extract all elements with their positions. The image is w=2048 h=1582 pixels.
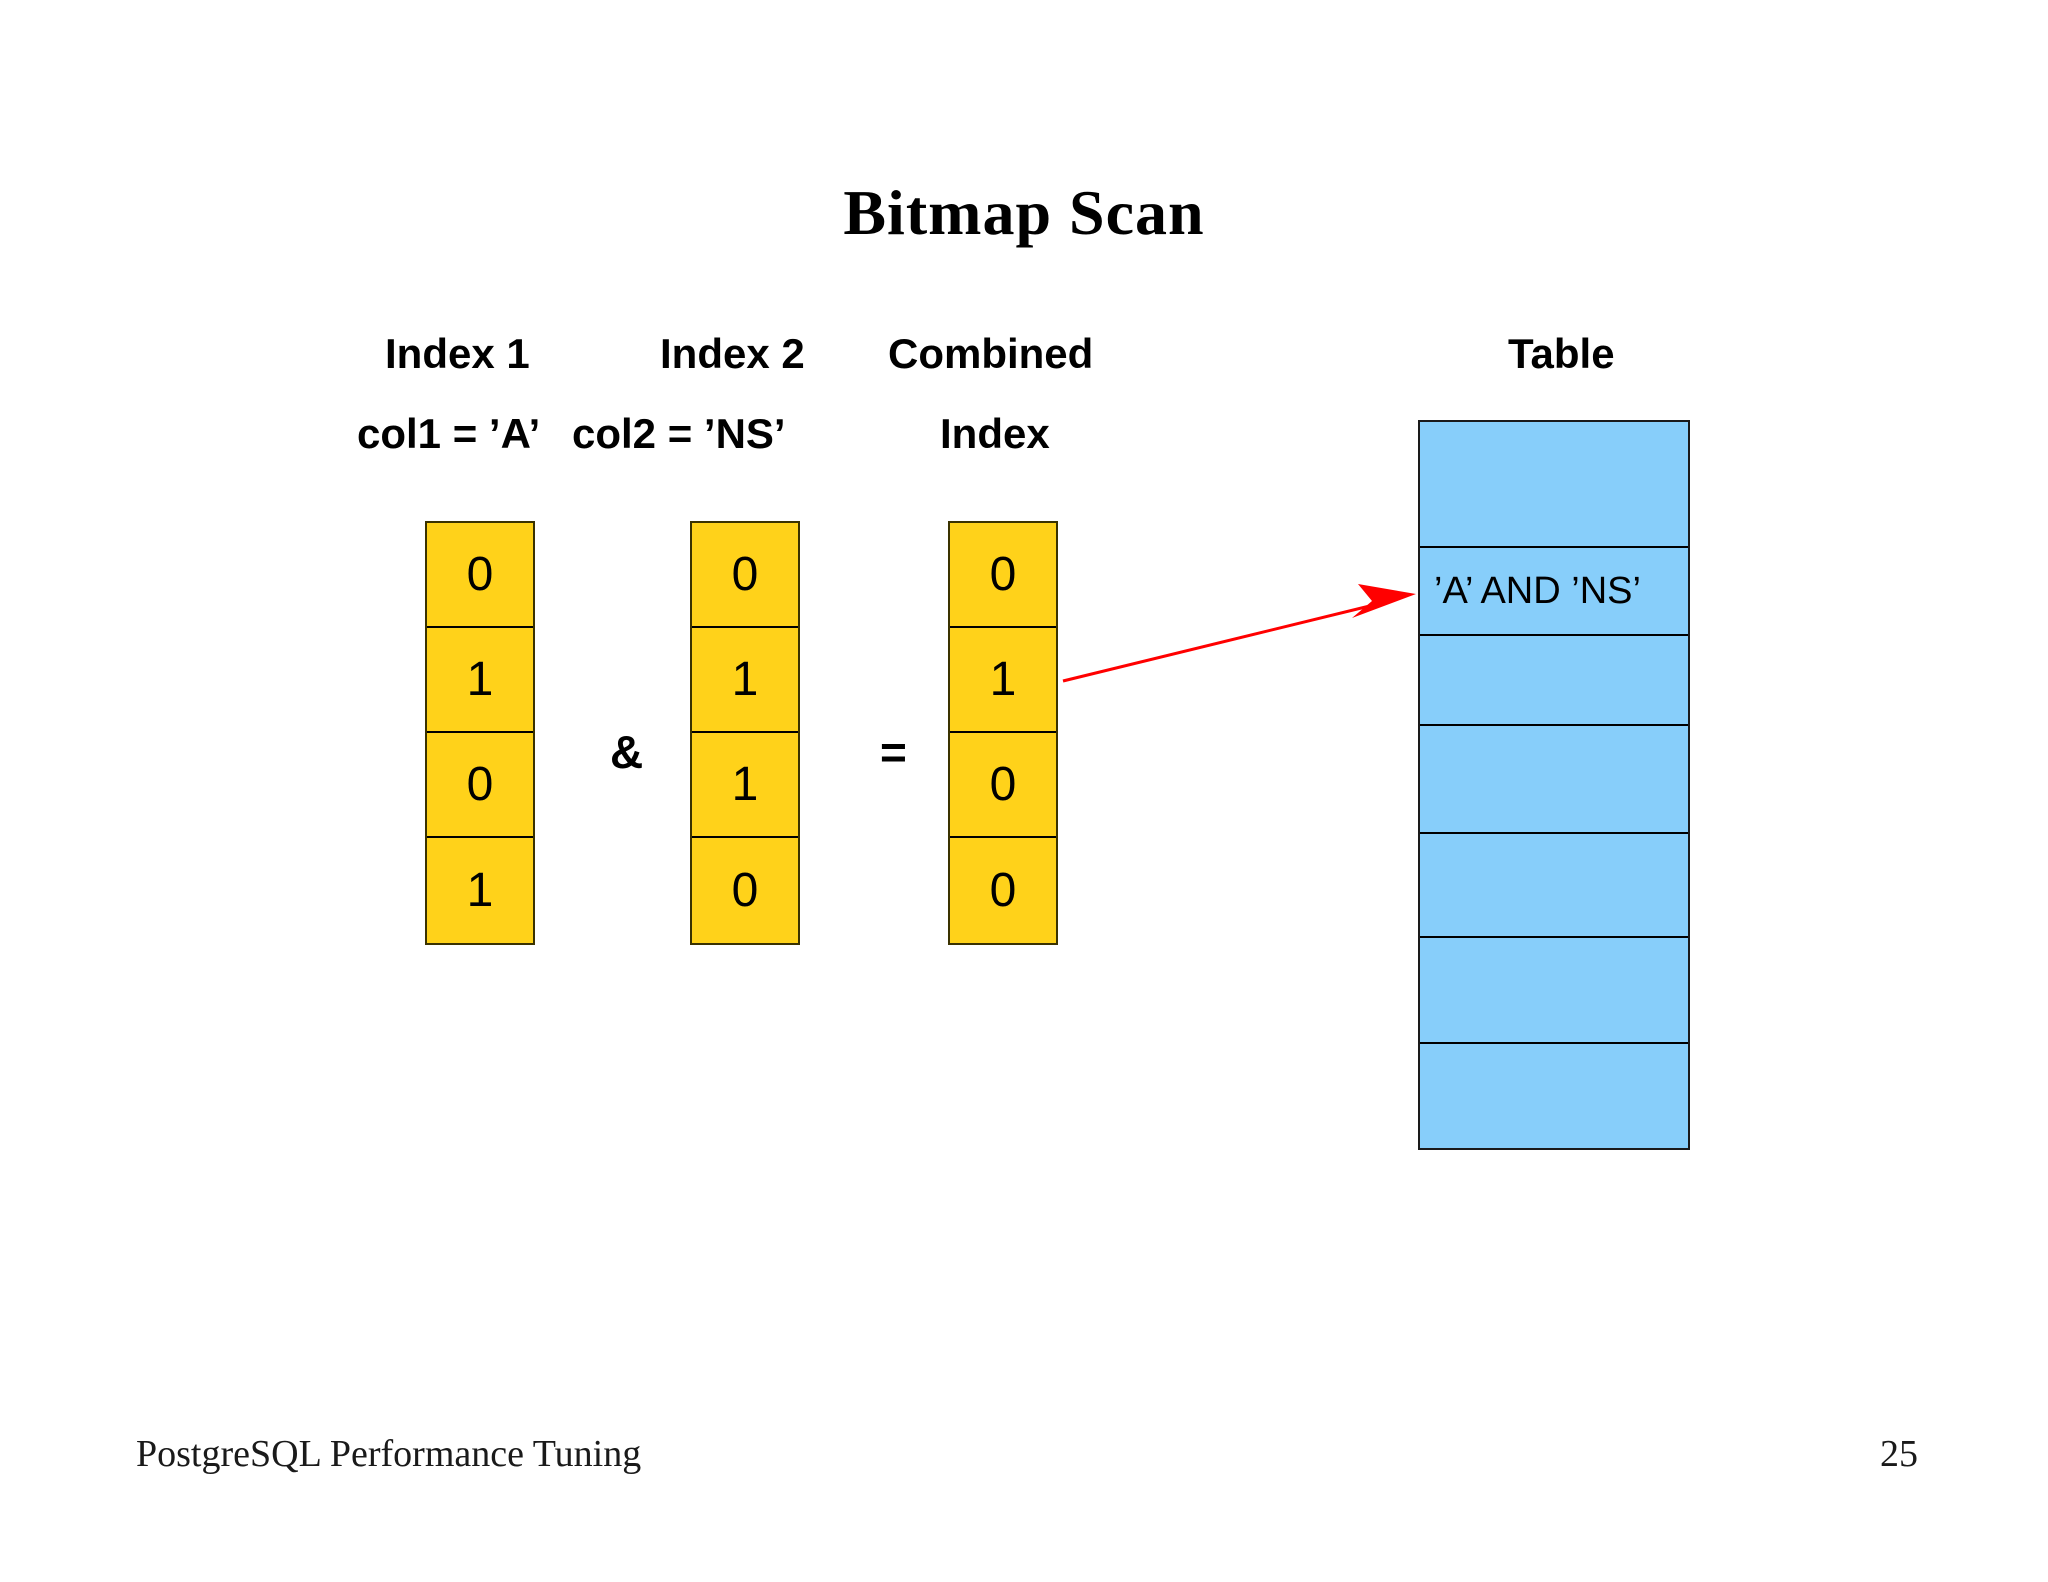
equals-operator-symbol: = (880, 726, 907, 778)
heading-index-1: Index 1 (385, 330, 530, 377)
bitmap-cell: 0 (427, 733, 533, 838)
bitmap-to-row-arrow (1062, 584, 1416, 683)
bitmap-column-index-1: 0 1 0 1 (425, 521, 535, 945)
table-row (1420, 726, 1688, 834)
bitmap-column-index-2: 0 1 1 0 (690, 521, 800, 945)
table-row (1420, 636, 1688, 726)
heading-table: Table (1508, 330, 1615, 377)
bitmap-cell: 1 (692, 628, 798, 733)
bitmap-cell: 0 (692, 838, 798, 943)
footer-deck-title: PostgreSQL Performance Tuning (136, 1433, 642, 1475)
table-row (1420, 834, 1688, 938)
subheading-index-1-condition: col1 = ’A’ (357, 410, 541, 457)
table-row (1420, 422, 1688, 548)
bitmap-cell: 0 (692, 523, 798, 628)
heading-index-2: Index 2 (660, 330, 805, 377)
and-operator-symbol: & (610, 726, 644, 778)
heap-table: ’A’ AND ’NS’ (1418, 420, 1690, 1150)
bitmap-cell: 1 (692, 733, 798, 838)
bitmap-cell: 0 (950, 523, 1056, 628)
table-row-matched: ’A’ AND ’NS’ (1420, 548, 1688, 636)
footer-page-number: 25 (1880, 1433, 1918, 1475)
subheading-combined-index: Index (940, 410, 1050, 457)
heading-combined-index: Combined (888, 330, 1094, 377)
bitmap-cell: 0 (427, 523, 533, 628)
bitmap-cell: 1 (427, 628, 533, 733)
bitmap-cell: 1 (950, 628, 1056, 733)
bitmap-column-combined: 0 1 0 0 (948, 521, 1058, 945)
table-row (1420, 1044, 1688, 1148)
bitmap-cell: 0 (950, 838, 1056, 943)
bitmap-cell: 0 (950, 733, 1056, 838)
table-row (1420, 938, 1688, 1044)
page-title: Bitmap Scan (843, 177, 1205, 248)
bitmap-cell: 1 (427, 838, 533, 943)
subheading-index-2-condition: col2 = ’NS’ (572, 410, 786, 457)
